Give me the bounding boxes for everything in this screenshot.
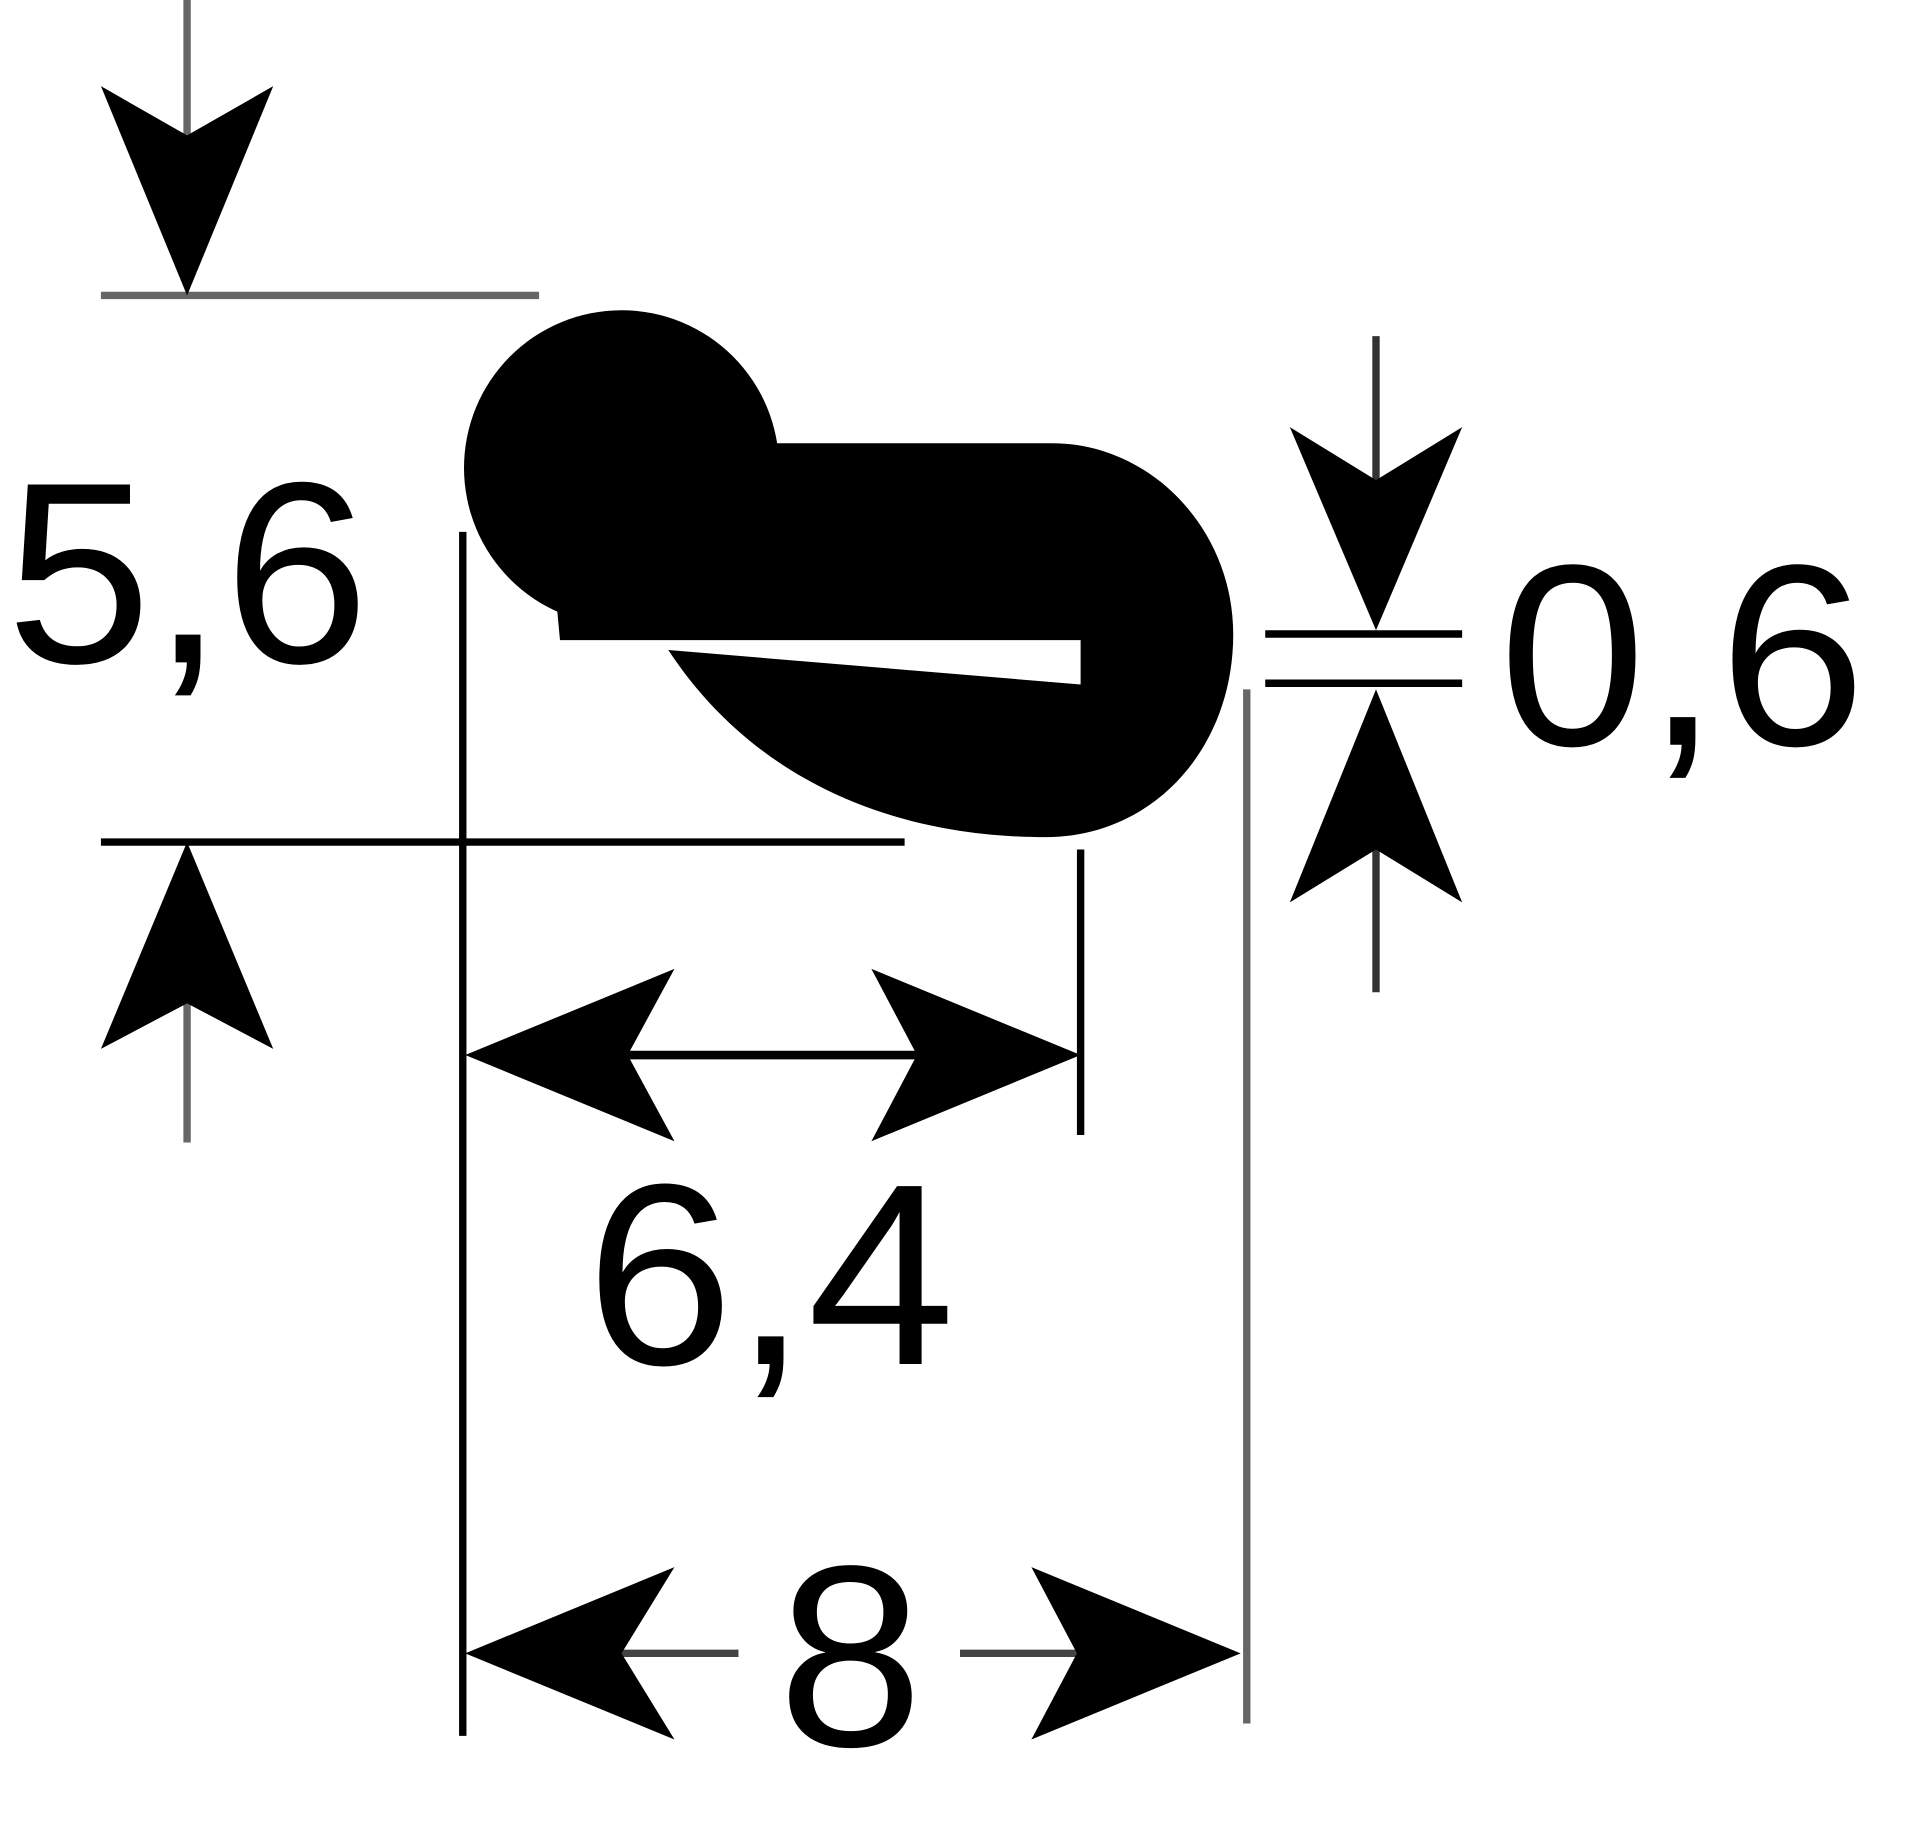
slot-label: 0,6: [1499, 511, 1866, 800]
overall-width-dimension: 8: [465, 1512, 1241, 1801]
inner-width-label: 6,4: [586, 1130, 955, 1419]
height-dimension: 5,6: [6, 0, 369, 1143]
gasket-profile: [464, 310, 1234, 838]
overall-width-label: 8: [778, 1512, 923, 1801]
inner-width-arrowhead-right: [871, 968, 1081, 1142]
inner-width-dimension: 6,4: [465, 968, 1081, 1419]
extension-lines: [100, 291, 1463, 1736]
slot-arrowhead-down: [1289, 427, 1463, 631]
overall-width-arrowhead-right: [1031, 1567, 1241, 1740]
profile-body: [541, 443, 1234, 838]
height-arrowhead-up: [100, 842, 274, 1049]
inner-width-arrowhead-left: [465, 968, 675, 1142]
overall-width-arrowhead-left: [465, 1567, 675, 1740]
height-label: 5,6: [6, 428, 369, 717]
height-arrowhead-down: [100, 86, 274, 296]
slot-dimension: 0,6: [1289, 336, 1866, 993]
slot-arrowhead-up: [1289, 689, 1463, 903]
